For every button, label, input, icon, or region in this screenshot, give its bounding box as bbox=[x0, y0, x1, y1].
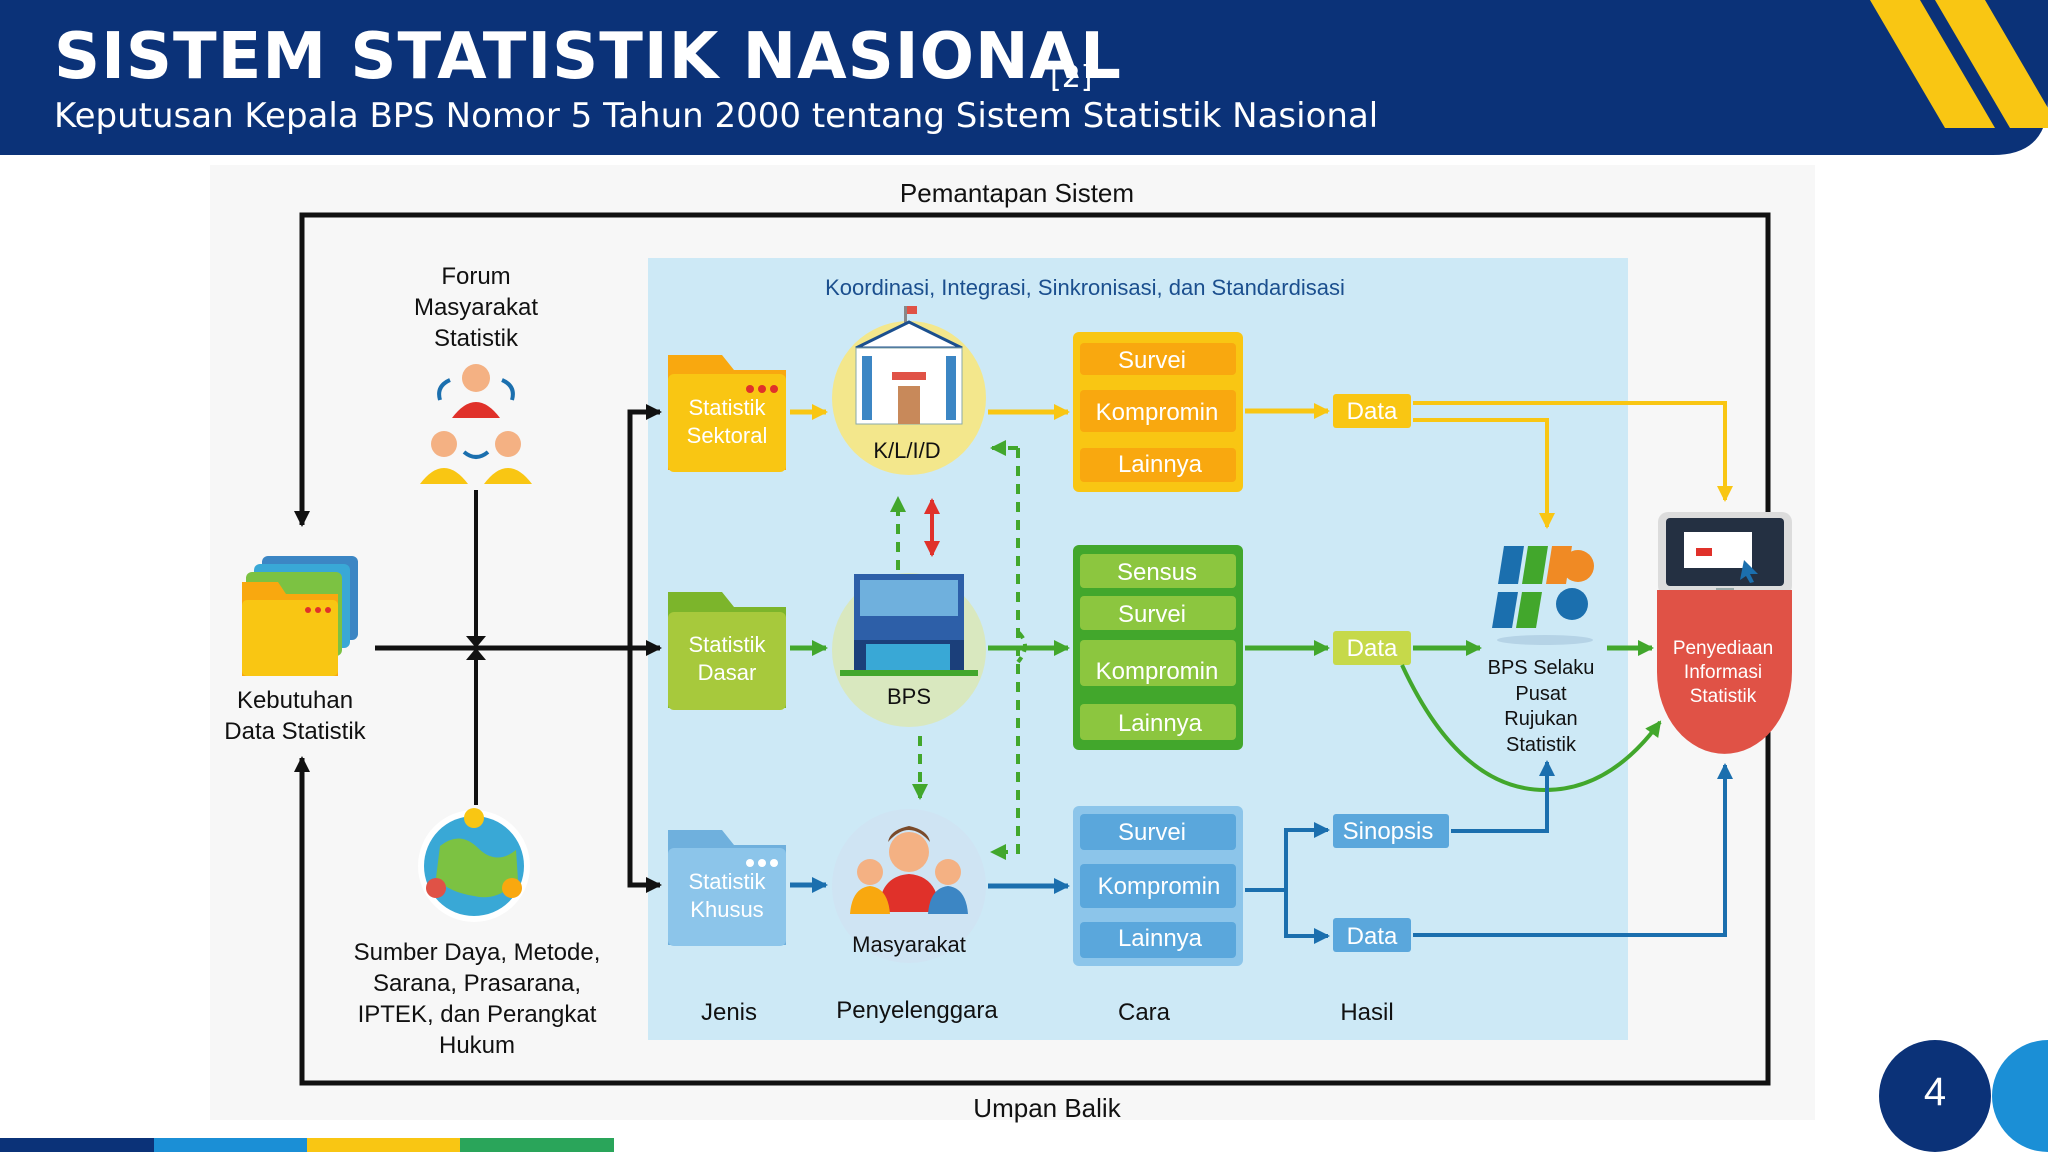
cara-mid-lainnya: Lainnya bbox=[1118, 710, 1203, 737]
cara-top-lainnya: Lainnya bbox=[1118, 451, 1203, 478]
hasil-mid-data-box bbox=[1333, 631, 1411, 665]
svg-text:Statistik: Statistik bbox=[688, 869, 766, 894]
cara-bot-group: Survei Kompromin Lainnya bbox=[1073, 806, 1243, 966]
header-background bbox=[0, 0, 2048, 155]
community-people-icon bbox=[420, 364, 532, 484]
column-penyelenggara: Penyelenggara bbox=[836, 997, 998, 1024]
panel-title: Koordinasi, Integrasi, Sinkronisasi, dan… bbox=[825, 275, 1345, 300]
page-number: 4 bbox=[1923, 1070, 1947, 1114]
feedback-loop-bottom bbox=[299, 725, 1771, 1086]
arrow-down-icon bbox=[466, 636, 486, 648]
statistik-sektoral-folder: Statistik Sektoral bbox=[668, 355, 786, 472]
stripe-decoration bbox=[1870, 0, 1995, 128]
cara-mid-survei: Survei bbox=[1118, 601, 1186, 628]
penyediaan-kiosk-icon bbox=[1657, 512, 1792, 754]
data-to-penyediaan-arrow bbox=[1413, 401, 1733, 502]
klid-government-building-icon: K/L/I/D bbox=[832, 306, 986, 475]
penyediaan-label: Penyediaan Informasi Statistik bbox=[1673, 638, 1773, 707]
svg-text:Sumber Daya, Metode,: Sumber Daya, Metode, bbox=[354, 939, 601, 966]
sinopsis-to-bps-pusat-arrow bbox=[1451, 760, 1555, 833]
page-number-badge bbox=[1879, 1040, 1991, 1152]
color-bar-navy bbox=[0, 1138, 154, 1152]
svg-text:Sektoral: Sektoral bbox=[687, 423, 768, 448]
svg-text:Hukum: Hukum bbox=[439, 1032, 515, 1059]
svg-text:IPTEK, dan Perangkat: IPTEK, dan Perangkat bbox=[358, 1001, 597, 1028]
forum-label: Forum Masyarakat Statistik bbox=[414, 263, 538, 352]
svg-text:Kebutuhan: Kebutuhan bbox=[237, 687, 353, 714]
cara-mid-group: Sensus Survei Kompromin Lainnya bbox=[1073, 545, 1243, 750]
svg-text:Statistik: Statistik bbox=[688, 632, 766, 657]
svg-text:Penyediaan: Penyediaan bbox=[1673, 638, 1773, 659]
svg-text:Rujukan: Rujukan bbox=[1504, 708, 1577, 730]
branch-khusus-arrow bbox=[627, 648, 662, 893]
bps-building-icon: BPS bbox=[832, 573, 986, 727]
statistik-khusus-folder: Statistik Khusus bbox=[668, 830, 786, 946]
svg-text:Statistik: Statistik bbox=[688, 395, 766, 420]
svg-text:Khusus: Khusus bbox=[690, 897, 763, 922]
column-jenis: Jenis bbox=[701, 999, 757, 1026]
data-to-bps-pusat-arrow bbox=[1413, 418, 1555, 529]
masyarakat-label: Masyarakat bbox=[852, 932, 966, 957]
svg-text:Dasar: Dasar bbox=[698, 660, 757, 685]
page-subtitle: Keputusan Kepala BPS Nomor 5 Tahun 2000 … bbox=[54, 96, 1379, 136]
hasil-bot-data: Data bbox=[1347, 923, 1398, 950]
cara-bot-to-data-arrow bbox=[1284, 890, 1330, 944]
cara-top-survei: Survei bbox=[1118, 347, 1186, 374]
cara-mid-kompromin: Kompromin bbox=[1096, 658, 1219, 685]
data-bot-to-penyediaan-arrow bbox=[1413, 763, 1733, 937]
data-curve-to-penyediaan-arrow bbox=[1400, 664, 1662, 793]
svg-text:Statistik: Statistik bbox=[434, 325, 519, 352]
column-cara: Cara bbox=[1118, 999, 1171, 1026]
klid-label: K/L/I/D bbox=[873, 438, 940, 463]
hasil-sinopsis-box bbox=[1333, 814, 1449, 848]
statistik-dasar-folder: Statistik Dasar bbox=[668, 592, 786, 710]
hasil-mid-data: Data bbox=[1347, 635, 1398, 662]
page-title: SISTEM STATISTIK NASIONAL bbox=[54, 20, 1122, 94]
stripe-decoration bbox=[1935, 0, 2048, 128]
svg-text:Statistik: Statistik bbox=[1690, 686, 1757, 707]
svg-text:Sarana, Prasarana,: Sarana, Prasarana, bbox=[373, 970, 581, 997]
branch-sektoral-arrow bbox=[627, 404, 662, 648]
title-reference: [2] bbox=[1050, 60, 1093, 95]
cara-bot-to-sinopsis-arrow bbox=[1245, 822, 1330, 892]
svg-text:Statistik: Statistik bbox=[1506, 734, 1577, 756]
svg-text:Masyarakat: Masyarakat bbox=[414, 294, 538, 321]
hasil-bot-data-box bbox=[1333, 918, 1411, 952]
hasil-top-data-box bbox=[1333, 394, 1411, 428]
folder-stack-icon bbox=[242, 556, 358, 676]
hasil-top-data: Data bbox=[1347, 398, 1398, 425]
feedback-loop-top bbox=[299, 212, 1771, 520]
color-bar-yellow bbox=[307, 1138, 460, 1152]
hasil-sinopsis: Sinopsis bbox=[1343, 818, 1434, 845]
color-bar-green bbox=[460, 1138, 614, 1152]
bps-label: BPS bbox=[887, 684, 931, 709]
cara-top-kompromin: Kompromin bbox=[1096, 399, 1219, 426]
dashed-to-masyarakat-arrow bbox=[990, 448, 1020, 860]
globe-resources-icon bbox=[418, 808, 530, 922]
masyarakat-people-icon: Masyarakat bbox=[832, 809, 986, 963]
pemantapan-label: Pemantapan Sistem bbox=[900, 178, 1134, 208]
resources-label: Sumber Daya, Metode, Sarana, Prasarana, … bbox=[354, 939, 601, 1059]
svg-text:Pusat: Pusat bbox=[1515, 683, 1567, 705]
svg-text:Forum: Forum bbox=[441, 263, 510, 290]
bps-logo-icon bbox=[1492, 546, 1594, 645]
umpan-balik-label: Umpan Balik bbox=[973, 1093, 1121, 1123]
svg-text:BPS Selaku: BPS Selaku bbox=[1488, 657, 1595, 679]
color-bar-blue bbox=[154, 1138, 307, 1152]
cara-bot-survei: Survei bbox=[1118, 819, 1186, 846]
svg-text:Data Statistik: Data Statistik bbox=[224, 718, 366, 745]
bps-pusat-label: BPS Selaku Pusat Rujukan Statistik bbox=[1488, 657, 1595, 756]
header-banner: SISTEM STATISTIK NASIONAL [2] Keputusan … bbox=[0, 0, 2048, 155]
column-hasil: Hasil bbox=[1340, 999, 1393, 1026]
page-badge-accent bbox=[1992, 1040, 2048, 1152]
cara-top-group: Survei Kompromin Lainnya bbox=[1073, 332, 1243, 492]
arrow-up-icon bbox=[466, 648, 486, 660]
cara-mid-sensus: Sensus bbox=[1117, 559, 1197, 586]
cara-bot-lainnya: Lainnya bbox=[1118, 925, 1203, 952]
kebutuhan-label: Kebutuhan Data Statistik bbox=[224, 687, 366, 745]
cara-bot-kompromin: Kompromin bbox=[1098, 873, 1221, 900]
svg-text:Informasi: Informasi bbox=[1684, 662, 1762, 683]
